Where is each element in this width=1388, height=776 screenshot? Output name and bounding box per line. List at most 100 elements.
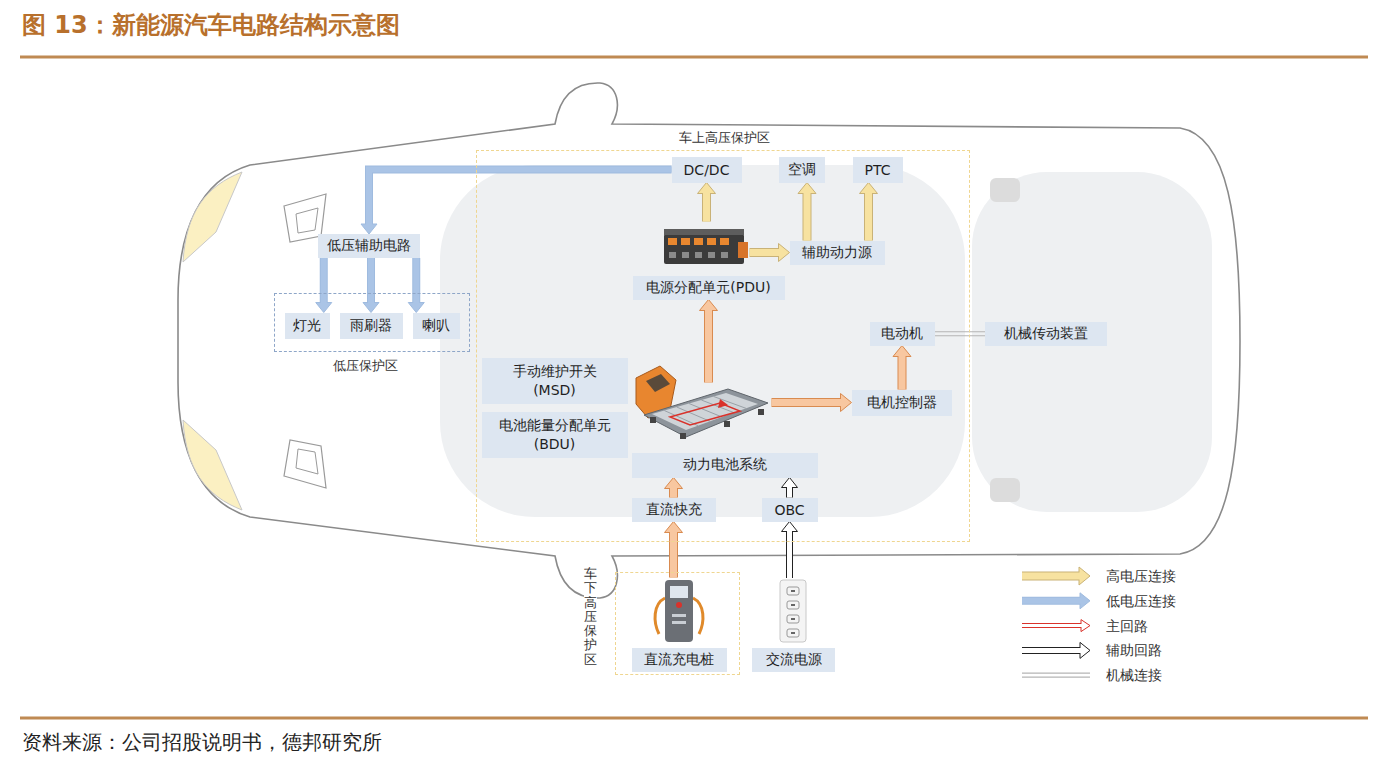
- connector: [665, 522, 683, 578]
- component-name: 电池能量分配单元 (BDU): [495, 416, 615, 452]
- component-illustration: [640, 383, 772, 443]
- component-name: 电源分配单元(PDU): [646, 279, 770, 297]
- arrow-body: [368, 258, 374, 305]
- component-box: 辅助动力源: [790, 241, 885, 265]
- component-box: 电池能量分配单元 (BDU): [482, 412, 628, 458]
- charger-slot: [672, 614, 686, 617]
- component-box: DC/DC: [672, 157, 742, 183]
- component-box: 电动机: [870, 322, 935, 346]
- cell-line: [664, 410, 698, 425]
- component-name: 电机控制器: [867, 394, 937, 412]
- arrow-body: [865, 192, 872, 241]
- arrow-body: [772, 399, 843, 406]
- battery-foot: [680, 433, 686, 439]
- component-box: 直流快充: [632, 498, 716, 522]
- component-box: 电机控制器: [852, 390, 952, 416]
- arrow-body: [1022, 598, 1082, 604]
- zone-label: 车上高压保护区: [677, 130, 772, 146]
- component-figure: 交流电源: [752, 578, 835, 672]
- component-box: 灯光: [285, 313, 330, 339]
- msd-figure: [646, 374, 670, 392]
- arrow-body: [787, 486, 792, 498]
- car-outline: [178, 83, 1240, 598]
- rear-shade: [972, 172, 1212, 512]
- arrow-body: [321, 258, 327, 305]
- component-name: 喇叭: [422, 317, 450, 335]
- pdu-body: [664, 234, 744, 264]
- rear-lamp: [990, 478, 1020, 502]
- charger-screen: [670, 586, 688, 598]
- zone-title: 低压保护区: [333, 358, 398, 373]
- zone-label: 车下高压保护区: [584, 567, 597, 667]
- headlight: [183, 420, 242, 510]
- arrow-body: [804, 192, 811, 241]
- pdu-connector: [694, 238, 703, 245]
- component-name: OBC: [774, 502, 804, 518]
- arrow-body: [1022, 648, 1082, 653]
- arrow-body: [787, 530, 792, 579]
- mechanical-line: [1022, 677, 1090, 678]
- component-box: 雨刷器: [340, 313, 403, 339]
- protection-zone: 车上高压保护区DC/DC空调PTC电源分配单元(PDU)辅助动力源电动机手动维护…: [476, 150, 970, 542]
- mechanical-line: [935, 335, 986, 336]
- headlight: [183, 172, 242, 262]
- caption-text: 资料来源：公司招股说明书，德邦研究所: [22, 730, 382, 754]
- legend-sample: [1022, 642, 1090, 658]
- pdu-side: [738, 242, 748, 258]
- component-label: 电源分配单元(PDU): [633, 276, 785, 300]
- pdu-port: [669, 252, 676, 258]
- connector: [408, 258, 424, 313]
- connector: [700, 300, 718, 383]
- charger-body: [665, 580, 693, 642]
- component-name: 电动机: [881, 325, 923, 343]
- component-box: 喇叭: [413, 313, 460, 339]
- outlet-pin: [791, 632, 795, 634]
- outlet-socket: [787, 601, 799, 609]
- main-loop-head: [718, 399, 728, 408]
- arrow-body: [670, 531, 677, 578]
- outlet-socket: [787, 615, 799, 623]
- component-name: 直流快充: [646, 501, 702, 519]
- component-illustration: [660, 222, 750, 270]
- connector: [935, 332, 986, 336]
- title-text: 图 13：新能源汽车电路结构示意图: [22, 11, 400, 39]
- outlet-socket: [787, 587, 799, 595]
- component-box: 手动维护开关 (MSD): [482, 358, 628, 404]
- pdu-port: [695, 252, 702, 258]
- component-name: 动力电池系统: [683, 456, 767, 474]
- component-name: 空调: [788, 161, 816, 179]
- window-line: [296, 449, 318, 474]
- battery-cells: [652, 393, 758, 430]
- legend-entry: 高电压连接: [1106, 567, 1176, 585]
- connector: [363, 258, 379, 313]
- rear-lamp: [990, 178, 1020, 202]
- pdu-port: [708, 252, 715, 258]
- component-box: 机械传动装置: [985, 322, 1107, 346]
- mechanical-line: [935, 331, 986, 332]
- charger-slot: [672, 621, 686, 624]
- legend-text: 辅助回路: [1106, 642, 1162, 658]
- battery-tray: [644, 389, 768, 437]
- pdu-connector: [681, 238, 690, 245]
- protection-zone: 低压保护区灯光雨刷器喇叭: [274, 293, 470, 352]
- connector: [782, 478, 798, 498]
- zone-title: 车下高压保护区: [584, 567, 597, 667]
- component-name: 雨刷器: [350, 317, 392, 335]
- arrow-body: [703, 192, 710, 222]
- component-figure: 动力电池系统: [632, 383, 818, 478]
- window-line: [284, 440, 326, 488]
- battery-foot: [724, 421, 730, 427]
- legend-text: 低电压连接: [1106, 593, 1176, 609]
- arrow-outline: [369, 170, 672, 225]
- legend-text: 主回路: [1106, 618, 1148, 634]
- component-label: 动力电池系统: [632, 453, 818, 478]
- battery-foot: [758, 409, 764, 415]
- zone-title: 车上高压保护区: [679, 130, 770, 145]
- caption: 资料来源：公司招股说明书，德邦研究所: [22, 729, 382, 755]
- component-name: 手动维护开关 (MSD): [500, 362, 610, 398]
- title-rule: [20, 56, 1368, 59]
- arrow-body: [413, 258, 419, 305]
- battery-foot: [650, 417, 656, 423]
- connector: [665, 478, 683, 498]
